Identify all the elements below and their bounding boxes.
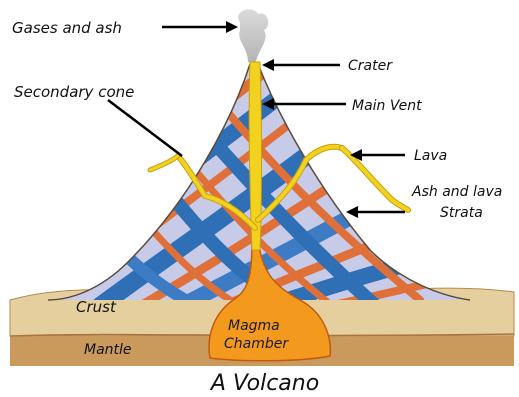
diagram-caption: A Volcano — [209, 371, 319, 396]
label-secondary-cone: Secondary cone — [14, 83, 134, 101]
label-gases-and-ash: Gases and ash — [12, 19, 122, 37]
gases-plume — [238, 9, 268, 62]
label-magma: Magma — [228, 318, 280, 334]
label-strata: Strata — [440, 205, 483, 221]
label-chamber: Chamber — [224, 336, 289, 352]
label-main-vent: Main Vent — [352, 98, 422, 114]
label-crust: Crust — [76, 298, 117, 316]
label-crater: Crater — [348, 58, 393, 74]
label-lava: Lava — [414, 148, 447, 164]
label-mantle: Mantle — [84, 342, 132, 358]
label-ash-and-lava: Ash and lava — [411, 184, 502, 200]
